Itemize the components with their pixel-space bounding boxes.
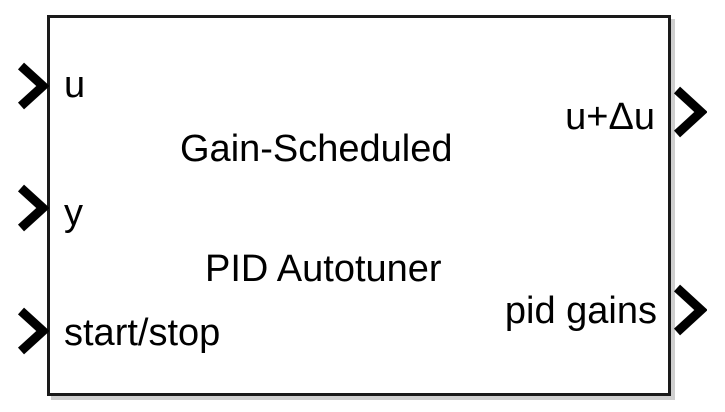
- block-title-line2: PID Autotuner: [205, 248, 442, 290]
- outport-pid-gains-icon[interactable]: [671, 284, 707, 336]
- inport-label-y: y: [64, 192, 83, 234]
- block-title-line1: Gain-Scheduled: [180, 128, 453, 170]
- inport-label-start-stop: start/stop: [64, 312, 221, 354]
- inport-start-stop-icon[interactable]: [15, 307, 49, 355]
- outport-label-pid-gains: pid gains: [504, 290, 657, 332]
- inport-y-icon[interactable]: [15, 184, 49, 232]
- inport-label-u: u: [64, 64, 86, 106]
- pid-autotuner-block[interactable]: [47, 15, 671, 396]
- outport-u-delta-icon[interactable]: [671, 86, 707, 138]
- outport-label-u-delta: u+Δu: [565, 96, 655, 138]
- inport-u-icon[interactable]: [15, 62, 49, 110]
